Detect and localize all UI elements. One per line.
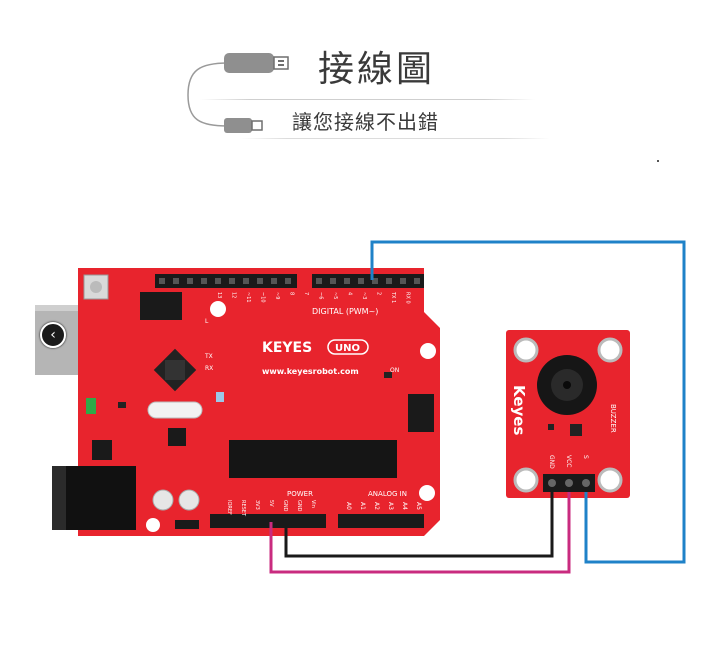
regulator bbox=[92, 440, 112, 460]
analog-pin-label: A1 bbox=[359, 502, 366, 510]
digital-pin-label: 2 bbox=[376, 292, 382, 295]
module-name: BUZZER bbox=[609, 404, 617, 433]
on-label: ON bbox=[390, 367, 399, 374]
power-led bbox=[86, 398, 96, 414]
digital-pin-label: ~10 bbox=[260, 292, 266, 303]
module-pin-label: VCC bbox=[565, 455, 572, 467]
dot bbox=[657, 160, 659, 162]
capacitor bbox=[152, 489, 174, 511]
power-pin-label: RESET bbox=[240, 500, 246, 517]
module-pin-label: S bbox=[582, 455, 589, 459]
digital-pin-label: 7 bbox=[303, 292, 309, 295]
header-pin bbox=[414, 278, 420, 284]
power-pin-label: 5V bbox=[268, 500, 274, 507]
icsp-header bbox=[140, 292, 182, 320]
header-pin bbox=[271, 278, 277, 284]
wire-gnd bbox=[284, 492, 554, 558]
header-pin bbox=[372, 278, 378, 284]
analog-label: ANALOG IN bbox=[368, 490, 407, 498]
power-pin-label: IOREF bbox=[226, 500, 232, 515]
mounting-hole bbox=[146, 518, 160, 532]
digital-pin-label: ~9 bbox=[274, 292, 280, 299]
icsp-header-2 bbox=[408, 394, 434, 432]
mounting-hole bbox=[420, 343, 436, 359]
header-pin bbox=[344, 278, 350, 284]
header-pin bbox=[173, 278, 179, 284]
header-pin bbox=[159, 278, 165, 284]
mounting-hole bbox=[513, 337, 539, 363]
header-pin bbox=[257, 278, 263, 284]
mounting-hole bbox=[210, 301, 226, 317]
digital-pin-label: ~6 bbox=[318, 292, 324, 299]
analog-pin-label: A0 bbox=[345, 502, 352, 510]
header-pin bbox=[386, 278, 392, 284]
wire-signal bbox=[370, 240, 686, 564]
divider bbox=[240, 138, 550, 139]
crystal bbox=[147, 401, 203, 419]
digital-pin-label: 8 bbox=[289, 292, 295, 295]
power-pin-label: GND bbox=[282, 500, 288, 512]
header-pin bbox=[330, 278, 336, 284]
power-label: POWER bbox=[287, 490, 313, 498]
digital-pin-label: 13 bbox=[216, 292, 222, 298]
header-digital-left bbox=[155, 274, 297, 288]
mounting-hole bbox=[597, 337, 623, 363]
digital-pin-label: ~11 bbox=[245, 292, 251, 303]
tx-label: TX bbox=[204, 353, 213, 360]
header-pin bbox=[316, 278, 322, 284]
digital-pin-label: ~3 bbox=[361, 292, 367, 299]
rx-label: RX bbox=[205, 365, 213, 372]
capacitor bbox=[178, 489, 200, 511]
website-label: www.keyesrobot.com bbox=[262, 367, 359, 376]
module-brand: Keyes bbox=[510, 385, 528, 435]
header-pin bbox=[285, 278, 291, 284]
header-analog bbox=[338, 514, 424, 528]
l-label: L bbox=[205, 318, 209, 325]
digital-label: DIGITAL (PWM~) bbox=[312, 307, 378, 316]
header-pin bbox=[400, 278, 406, 284]
header-pin bbox=[243, 278, 249, 284]
power-pin-label: Vin bbox=[310, 500, 316, 508]
digital-pin-label: ~5 bbox=[332, 292, 338, 299]
mounting-hole bbox=[513, 467, 539, 493]
digital-pin-label: 12 bbox=[231, 292, 237, 298]
header-pin bbox=[187, 278, 193, 284]
chevron-left-icon[interactable]: ‹ bbox=[40, 322, 66, 348]
mounting-hole bbox=[597, 467, 623, 493]
header-pin bbox=[201, 278, 207, 284]
header-pin bbox=[215, 278, 221, 284]
module-pin-label: GND bbox=[548, 455, 555, 469]
header-pin bbox=[358, 278, 364, 284]
power-pin-label: GND bbox=[296, 500, 302, 512]
brand-logo: KEYES bbox=[262, 340, 312, 356]
analog-pin-label: A4 bbox=[401, 502, 408, 510]
usb-cable-icon bbox=[187, 53, 289, 133]
page-title: 接線圖 bbox=[318, 49, 436, 90]
model-label: UNO bbox=[335, 343, 360, 354]
header-digital-right bbox=[312, 274, 424, 288]
analog-pin-label: A2 bbox=[373, 502, 380, 510]
wire-vcc bbox=[269, 492, 571, 574]
header-power bbox=[210, 514, 326, 528]
digital-pin-label: RX 0 bbox=[405, 292, 411, 304]
digital-pin-label: TX 1 bbox=[390, 291, 396, 303]
analog-pin-label: A5 bbox=[415, 502, 422, 510]
divider bbox=[200, 99, 535, 100]
analog-pin-label: A3 bbox=[387, 502, 394, 510]
page-subtitle: 讓您接線不出錯 bbox=[292, 110, 439, 134]
power-pin-label: 3V3 bbox=[254, 500, 260, 510]
header-pin bbox=[229, 278, 235, 284]
atmega-chip bbox=[229, 440, 397, 478]
mounting-hole bbox=[419, 485, 435, 501]
digital-pin-label: 4 bbox=[347, 292, 353, 295]
